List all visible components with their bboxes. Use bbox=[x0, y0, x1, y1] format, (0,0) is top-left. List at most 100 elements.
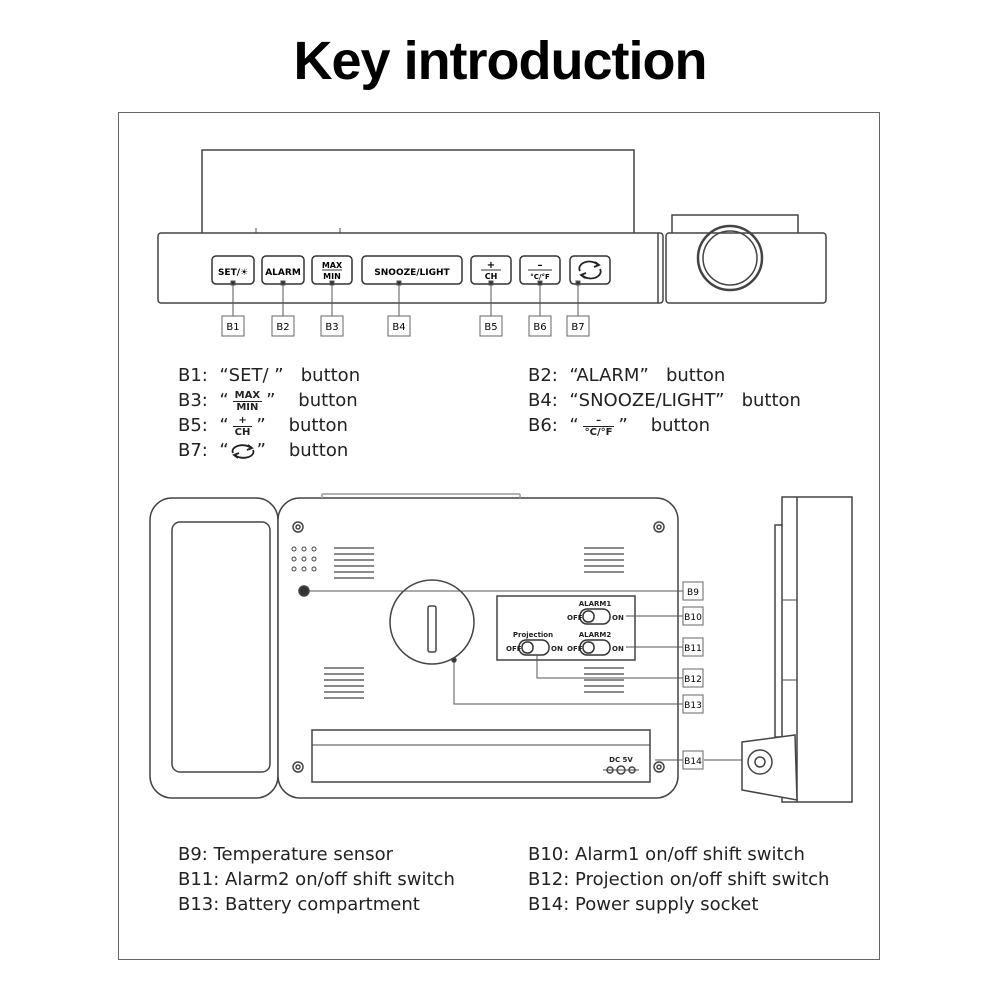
vent-left-bottom bbox=[324, 667, 364, 699]
desc-b4-suffix: button bbox=[741, 390, 801, 411]
side-projector bbox=[741, 734, 798, 801]
rotate-icon bbox=[231, 444, 254, 459]
desc-b1-key: “SET/ ” bbox=[219, 365, 284, 386]
desc-b7-suffix: button bbox=[288, 440, 349, 461]
svg-text:B14: B14 bbox=[684, 757, 702, 767]
tag-b14: B14 bbox=[682, 750, 704, 770]
device-top-body bbox=[201, 149, 635, 235]
projection-switch[interactable] bbox=[518, 639, 550, 656]
svg-text:B4: B4 bbox=[392, 322, 405, 333]
front-leaders bbox=[230, 280, 581, 316]
key-b2-label: ALARM bbox=[265, 268, 301, 278]
tag-b11: B11 bbox=[682, 637, 704, 657]
projection-off-label: OFF bbox=[506, 645, 522, 653]
desc-b7-code: B7: bbox=[178, 440, 208, 461]
alarm2-on-label: ON bbox=[612, 645, 624, 653]
alarm1-switch[interactable] bbox=[579, 608, 611, 625]
desc-b2-code: B2: bbox=[528, 365, 558, 386]
part-b13: B13: Battery compartment bbox=[178, 894, 420, 915]
key-b5[interactable]: + CH bbox=[470, 255, 512, 285]
tag-b3: B3 bbox=[320, 315, 344, 337]
alarm1-label: ALARM1 bbox=[579, 600, 612, 608]
tag-b7: B7 bbox=[566, 315, 590, 337]
tag-b9: B9 bbox=[682, 581, 704, 601]
key-b1[interactable]: SET/☀ bbox=[211, 255, 255, 285]
key-b1-label: SET/☀ bbox=[218, 268, 248, 278]
desc-b6-fraction: –°C/°F bbox=[582, 414, 615, 438]
page-title: Key introduction bbox=[293, 31, 708, 91]
key-b3-bot: MIN bbox=[323, 272, 341, 281]
key-b6-bot: °C/°F bbox=[530, 273, 550, 281]
projection-label: Projection bbox=[513, 631, 553, 639]
tag-b4: B4 bbox=[387, 315, 411, 337]
part-b10: B10: Alarm1 on/off shift switch bbox=[528, 844, 805, 865]
key-b2[interactable]: ALARM bbox=[261, 255, 305, 285]
side-view bbox=[741, 496, 853, 803]
tag-b6: B6 bbox=[528, 315, 552, 337]
key-b7[interactable] bbox=[569, 255, 611, 285]
key-b3-top: MAX bbox=[322, 261, 343, 270]
desc-b5-fraction: +CH bbox=[232, 414, 253, 438]
part-b11: B11: Alarm2 on/off shift switch bbox=[178, 869, 455, 890]
key-b4-label: SNOOZE/LIGHT bbox=[374, 268, 450, 278]
key-b3[interactable]: MAX MIN bbox=[311, 255, 353, 285]
desc-b2-key: “ALARM” bbox=[569, 365, 649, 386]
tag-b10: B10 bbox=[682, 606, 704, 626]
desc-b4-key: “SNOOZE/LIGHT” bbox=[569, 390, 725, 411]
alarm2-switch[interactable] bbox=[579, 639, 611, 656]
svg-text:B13: B13 bbox=[684, 701, 702, 711]
alarm1-off-label: OFF bbox=[567, 614, 583, 622]
key-b4[interactable]: SNOOZE/LIGHT bbox=[361, 255, 463, 285]
back-stand-inner bbox=[171, 521, 271, 773]
rotate-icon bbox=[578, 260, 602, 280]
desc-b7: B7: “” button bbox=[178, 440, 349, 461]
svg-text:B12: B12 bbox=[684, 675, 702, 685]
svg-text:B9: B9 bbox=[687, 588, 699, 598]
diagram-frame bbox=[118, 112, 880, 960]
part-b12: B12: Projection on/off shift switch bbox=[528, 869, 830, 890]
back-tags: B9 B10 B11 B12 B13 B14 bbox=[682, 581, 704, 770]
tag-b1: B1 bbox=[221, 315, 245, 337]
tag-b13: B13 bbox=[682, 694, 704, 714]
vent-right-top bbox=[584, 547, 624, 573]
svg-text:B2: B2 bbox=[276, 322, 289, 333]
vent-right-bottom bbox=[584, 667, 624, 693]
dc-label: DC 5V bbox=[609, 756, 633, 764]
back-bottom-bar bbox=[311, 729, 651, 783]
desc-b1-code: B1: bbox=[178, 365, 208, 386]
key-b6-top: – bbox=[538, 260, 543, 271]
tag-b12: B12 bbox=[682, 668, 704, 688]
alarm1-on-label: ON bbox=[612, 614, 624, 622]
desc-b6: B6: “–°C/°F” button bbox=[528, 414, 711, 438]
desc-b3-suffix: button bbox=[298, 390, 358, 411]
desc-b4: B4: “SNOOZE/LIGHT” button bbox=[528, 388, 801, 413]
desc-b5-suffix: button bbox=[288, 415, 348, 436]
back-stand bbox=[149, 497, 279, 799]
projector-lens bbox=[696, 224, 764, 292]
vent-left-top bbox=[334, 547, 374, 579]
svg-text:B3: B3 bbox=[325, 322, 338, 333]
svg-text:B7: B7 bbox=[571, 322, 584, 333]
alarm2-label: ALARM2 bbox=[579, 631, 612, 639]
alarm2-off-label: OFF bbox=[567, 645, 583, 653]
key-b5-bot: CH bbox=[485, 272, 498, 281]
tag-b2: B2 bbox=[271, 315, 295, 337]
projector-body bbox=[665, 232, 827, 304]
svg-text:B6: B6 bbox=[533, 322, 546, 333]
back-main-body bbox=[277, 497, 679, 799]
back-view bbox=[149, 493, 679, 799]
front-tags: B1 B2 B3 B4 B5 B6 B7 bbox=[221, 315, 590, 337]
temperature-sensor bbox=[298, 585, 310, 597]
tag-b5: B5 bbox=[479, 315, 503, 337]
part-b14: B14: Power supply socket bbox=[528, 894, 759, 915]
desc-b4-code: B4: bbox=[528, 390, 558, 411]
desc-b5: B5: “+CH” button bbox=[178, 414, 348, 438]
svg-text:B5: B5 bbox=[484, 322, 497, 333]
desc-b2-suffix: button bbox=[665, 365, 726, 386]
key-b6[interactable]: – °C/°F bbox=[519, 255, 561, 285]
desc-b1-suffix: button bbox=[300, 365, 361, 386]
desc-b1: B1: “SET/ ” button bbox=[178, 363, 360, 388]
